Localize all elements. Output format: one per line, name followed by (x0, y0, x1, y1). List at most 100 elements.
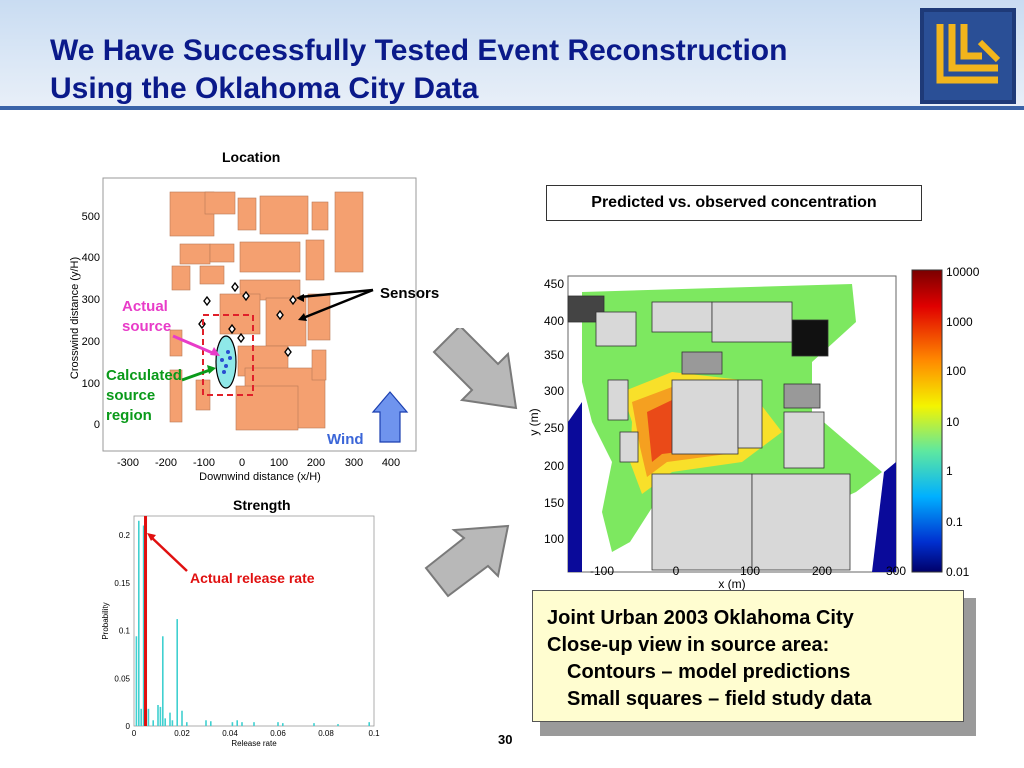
colorbar-tick-0-01: 0.01 (946, 565, 970, 579)
y-tick-400: 400 (82, 252, 100, 264)
strength-bar (152, 720, 154, 726)
calculated-source-annotation: Calculated source region (106, 366, 182, 426)
title-bar (0, 0, 1024, 107)
map-y-tick-450: 450 (544, 277, 564, 291)
location-label: Location (222, 149, 281, 165)
colorbar-tick-10000: 10000 (946, 265, 980, 279)
strength-bar (313, 723, 315, 726)
strength-bar (142, 525, 145, 726)
strength-bar (368, 722, 370, 726)
strength-bar (236, 720, 238, 726)
map-x-tick-100: 100 (740, 564, 760, 578)
strength-y-tick: 0.15 (114, 579, 130, 588)
colorbar (911, 269, 943, 573)
notes-line-2: Close-up view in source area: (547, 634, 830, 656)
notes-line-1: Joint Urban 2003 Oklahoma City (547, 607, 854, 629)
location-xlabel: Downwind distance (x/H) (199, 471, 321, 483)
map-y-tick-350: 350 (544, 348, 564, 362)
strength-bar (138, 520, 140, 726)
strength-y-tick: 0 (126, 722, 131, 731)
strength-xlabel: Release rate (231, 739, 277, 748)
strength-label: Strength (233, 497, 291, 513)
strength-bar (157, 705, 159, 726)
strength-bar (140, 708, 142, 726)
actual-source-line-1: Actual (122, 298, 168, 315)
strength-bar (169, 712, 171, 726)
map-x-tick-200: 200 (812, 564, 832, 578)
x-tick--100: -100 (193, 457, 215, 469)
sensor-pointer-2 (302, 288, 374, 320)
colorbar-tick-1000: 1000 (946, 315, 973, 329)
strength-bar (171, 720, 174, 726)
gray-arrow-top-icon (432, 328, 518, 410)
x-tick-300: 300 (345, 457, 363, 469)
map-y-tick-100: 100 (544, 532, 564, 546)
strength-bar (162, 636, 164, 726)
actual-source-line-2: source (122, 318, 172, 335)
strength-bar (159, 706, 162, 726)
sensor-pointer-1 (299, 288, 374, 299)
calculated-line-3: region (106, 407, 152, 424)
strength-x-tick: 0 (132, 729, 137, 738)
sensors-annotation: Sensors (380, 285, 440, 302)
wind-arrow-icon (371, 391, 409, 443)
map-ylabel: y (m) (527, 408, 541, 435)
concentration-map-buildings (567, 295, 851, 571)
strength-y-tick: 0.1 (119, 627, 131, 636)
actual-release-rate-line (144, 516, 148, 726)
strength-y-tick: 0.2 (119, 531, 131, 540)
strength-y-tick: 0.05 (114, 674, 130, 683)
map-y-tick-200: 200 (544, 459, 564, 473)
strength-bar (181, 710, 183, 726)
notes-box: Joint Urban 2003 Oklahoma City Close-up … (532, 590, 964, 722)
map-x-tick--100: -100 (590, 564, 614, 578)
y-tick-300: 300 (82, 294, 100, 306)
strength-bar (282, 723, 284, 726)
x-tick--300: -300 (117, 457, 139, 469)
strength-x-tick: 0.1 (368, 729, 380, 738)
colorbar-tick-10: 10 (946, 415, 960, 429)
colorbar-tick-0-1: 0.1 (946, 515, 963, 529)
strength-bar (176, 619, 178, 726)
x-tick--200: -200 (155, 457, 177, 469)
calculated-line-1: Calculated (106, 367, 182, 384)
notes-line-4: Small squares – field study data (567, 688, 872, 710)
strength-x-tick: 0.06 (270, 729, 286, 738)
strength-bar (135, 636, 138, 726)
title-line-1: We Have Successfully Tested Event Recons… (50, 34, 788, 67)
strength-bar (241, 722, 243, 726)
wind-label: Wind (327, 431, 364, 448)
x-tick-400: 400 (382, 457, 400, 469)
actual-release-rate-annotation: Actual release rate (190, 570, 315, 586)
x-tick-0: 0 (239, 457, 245, 469)
strength-plot-frame (133, 515, 375, 727)
map-x-tick-0: 0 (673, 564, 680, 578)
actual-rate-arrow (149, 535, 188, 572)
slide-title: We Have Successfully Tested Event Recons… (50, 32, 910, 108)
strength-bar (253, 722, 255, 726)
title-line-2: Using the Oklahoma City Data (50, 72, 479, 105)
x-tick-200: 200 (307, 457, 325, 469)
colorbar-tick-100: 100 (946, 364, 966, 378)
prediction-label-box: Predicted vs. observed concentration (546, 185, 922, 221)
x-tick-100: 100 (270, 457, 288, 469)
page-number: 30 (498, 732, 513, 747)
strength-bar (210, 721, 212, 726)
map-xlabel: x (m) (718, 577, 745, 590)
source-search-box (202, 314, 254, 396)
map-y-tick-400: 400 (544, 314, 564, 328)
strength-bar (186, 722, 188, 726)
map-y-tick-300: 300 (544, 384, 564, 398)
strength-x-tick: 0.04 (222, 729, 238, 738)
actual-source-annotation: Actual source (122, 297, 171, 337)
map-buildings (169, 191, 364, 431)
y-tick-200: 200 (82, 336, 100, 348)
gray-arrow-bottom-icon (424, 524, 510, 598)
y-tick-0: 0 (94, 419, 100, 431)
strength-bar (337, 724, 339, 726)
map-y-tick-150: 150 (544, 496, 564, 510)
concentration-map: 10000 1000 100 10 1 0.1 0.01 450 400 350… (527, 265, 980, 590)
colorbar-tick-1: 1 (946, 464, 953, 478)
strength-bars (135, 516, 370, 726)
strength-bar (147, 708, 150, 726)
